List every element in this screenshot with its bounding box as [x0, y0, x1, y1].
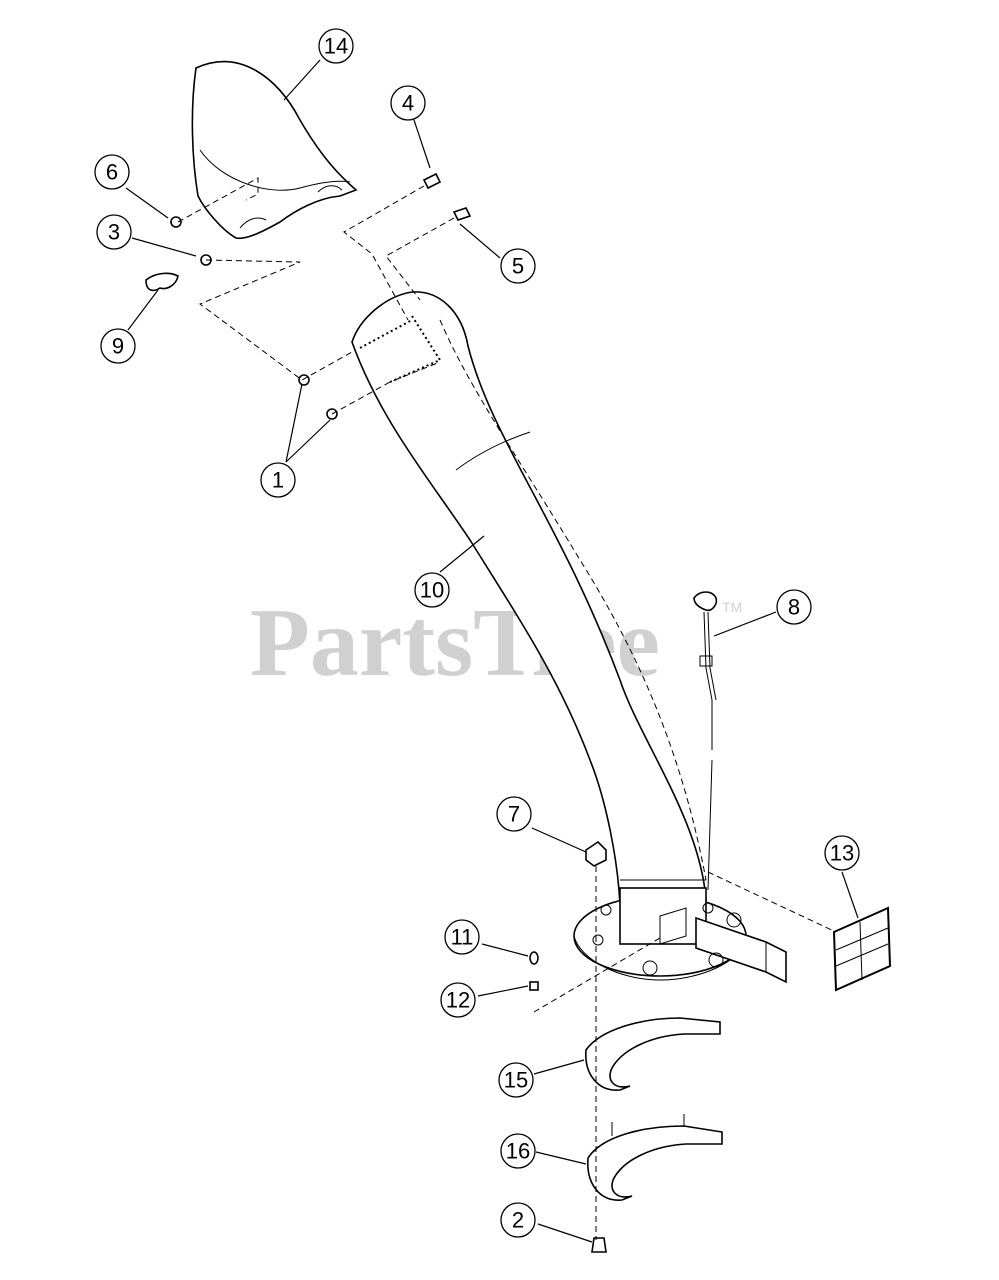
- deflector-part: [191, 60, 358, 240]
- callout-1: 1: [260, 462, 296, 498]
- callout-15: 15: [498, 1062, 534, 1098]
- callout-9: 9: [100, 328, 136, 364]
- callout-label: 10: [420, 578, 444, 603]
- callout-7: 7: [496, 796, 532, 832]
- callout-3: 3: [96, 214, 132, 250]
- decal-part: [832, 906, 892, 992]
- callout-5: 5: [500, 248, 536, 284]
- hardware: [145, 172, 607, 1253]
- callout-10: 10: [414, 572, 450, 608]
- callout-label: 7: [508, 802, 520, 827]
- callout-11: 11: [444, 919, 480, 955]
- callout-label: 3: [108, 220, 120, 245]
- plate-lower-part: [587, 1114, 723, 1201]
- callout-label: 9: [112, 334, 124, 359]
- callout-label: 16: [506, 1139, 530, 1164]
- callout-label: 8: [788, 595, 800, 620]
- callout-label: 1: [272, 468, 284, 493]
- callout-13: 13: [824, 835, 860, 871]
- callout-6: 6: [94, 154, 130, 190]
- callout-label: 11: [451, 925, 474, 950]
- callout-4: 4: [390, 85, 426, 121]
- callout-label: 5: [512, 254, 524, 279]
- callout-label: 14: [324, 34, 348, 59]
- callout-16: 16: [500, 1133, 536, 1169]
- watermark-trademark: TM: [722, 599, 742, 615]
- callout-label: 15: [504, 1068, 528, 1093]
- callout-label: 6: [106, 160, 118, 185]
- callout-label: 12: [446, 988, 470, 1013]
- base-assembly: [573, 887, 787, 984]
- callout-label: 4: [402, 91, 414, 116]
- plate-upper-part: [585, 1017, 721, 1091]
- callout-12: 12: [440, 982, 476, 1018]
- leader-lines: [125, 59, 859, 1243]
- callout-8: 8: [776, 589, 812, 625]
- callout-14: 14: [318, 28, 354, 64]
- assembly-lines: [177, 177, 837, 1240]
- callout-label: 2: [512, 1208, 524, 1233]
- callout-2: 2: [500, 1202, 536, 1238]
- control-rod-part: [693, 591, 718, 891]
- callout-label: 13: [830, 841, 854, 866]
